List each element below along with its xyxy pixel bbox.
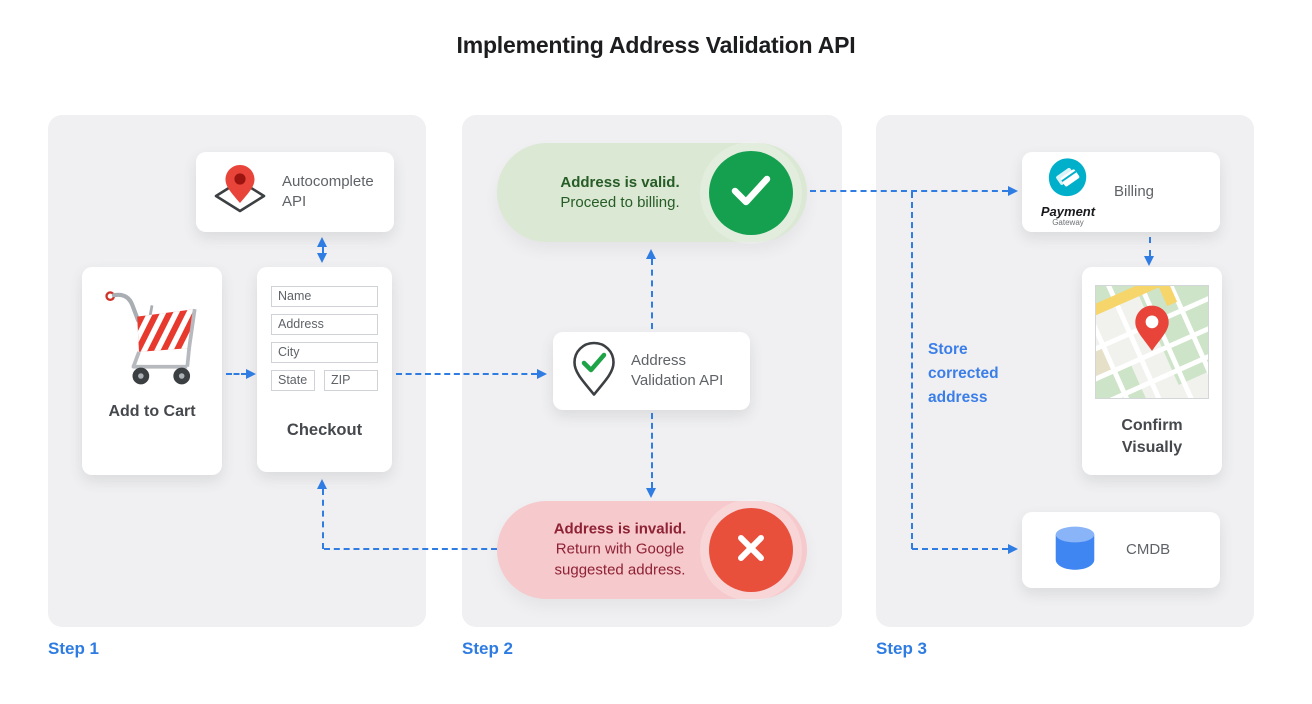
address-invalid-text: Address is invalid. Return with Google s…: [529, 520, 711, 581]
billing-card: Payment Gateway Billing: [1022, 152, 1220, 232]
add-to-cart-label: Add to Cart: [108, 403, 196, 420]
arrow-store-address-to-cmdb-head: [1008, 543, 1018, 554]
arrow-validation-to-valid-head: [646, 249, 656, 259]
arrow-validation-to-invalid-head: [646, 488, 656, 498]
arrow-cart-to-checkout-head: [246, 368, 256, 379]
billing-label: Billing: [1114, 182, 1155, 200]
arrow-invalid-to-checkout-head: [317, 479, 327, 489]
address-field: Address: [271, 314, 378, 335]
arrow-valid-to-billing-line: [810, 190, 1008, 192]
autocomplete-label: Autocomplete API: [282, 172, 374, 210]
city-field: City: [271, 342, 378, 363]
arrow-validation-to-valid-line: [650, 259, 653, 329]
page-title: Implementing Address Validation API: [456, 32, 856, 58]
name-field: Name: [271, 286, 378, 307]
zip-field: ZIP: [324, 370, 378, 391]
cmdb-card: CMDB: [1022, 512, 1220, 588]
address-valid-banner: Address is valid. Proceed to billing.: [497, 143, 807, 242]
step2-label: Step 2: [462, 639, 514, 658]
state-field: State: [271, 370, 315, 391]
address-valid-text: Address is valid. Proceed to billing.: [529, 172, 711, 213]
payment-logo-subtitle: Gateway: [1052, 217, 1084, 227]
step1-label: Step 1: [48, 639, 100, 658]
confirm-visually-label: Confirm Visually: [1121, 417, 1183, 457]
database-icon: [1048, 522, 1102, 579]
autocomplete-pin-icon: [212, 162, 268, 223]
arrow-invalid-to-checkout-vline: [322, 489, 324, 549]
address-valid-title: Address is valid.: [560, 173, 680, 191]
step3-label: Step 3: [876, 639, 928, 658]
address-invalid-banner: Address is invalid. Return with Google s…: [497, 501, 807, 599]
valid-check-circle: [709, 148, 793, 237]
confirm-visually-card: Confirm Visually: [1082, 267, 1222, 475]
store-corrected-address-note: Store corrected address: [928, 341, 999, 407]
arrow-autocomplete-checkout-line: [321, 246, 324, 254]
cmdb-label: CMDB: [1126, 540, 1171, 558]
arrow-store-address-vline: [911, 192, 913, 549]
arrow-validation-to-invalid-line: [650, 413, 653, 488]
validation-api-label: Address Validation API: [631, 351, 724, 389]
validation-pin-check-icon: [571, 340, 617, 403]
invalid-x-circle: [709, 508, 793, 592]
autocomplete-api-card: Autocomplete API: [196, 152, 394, 232]
arrow-valid-to-billing-head: [1008, 185, 1018, 196]
map-preview-image: [1095, 285, 1209, 399]
checkout-label: Checkout: [286, 421, 363, 439]
check-icon: [709, 148, 793, 237]
arrow-checkout-to-validation-line: [396, 373, 537, 375]
x-icon: [709, 506, 793, 595]
address-invalid-subtitle: Return with Google suggested address.: [554, 540, 686, 579]
arrow-cart-to-checkout-line: [226, 373, 247, 375]
address-invalid-title: Address is invalid.: [553, 520, 687, 538]
arrow-checkout-to-autocomplete-head: [317, 237, 327, 247]
payment-logo-title: Payment: [1040, 203, 1096, 219]
arrow-autocomplete-to-checkout-head: [317, 253, 327, 263]
address-valid-subtitle: Proceed to billing.: [560, 193, 680, 211]
arrow-store-address-hline: [912, 548, 1008, 550]
shopping-cart-icon: [96, 285, 208, 389]
address-validation-api-card: Address Validation API: [553, 332, 750, 410]
payment-gateway-logo: Payment Gateway: [1036, 157, 1100, 228]
payment-gateway-icon: [1048, 158, 1087, 196]
arrow-billing-to-confirm-line: [1148, 237, 1151, 256]
arrow-billing-to-confirm-head: [1144, 256, 1154, 266]
checkout-card: Name Address City State ZIP Checkout: [257, 267, 392, 472]
arrow-checkout-to-validation-head: [537, 368, 547, 379]
add-to-cart-card: Add to Cart: [82, 267, 222, 475]
arrow-invalid-to-checkout-hline: [324, 548, 497, 550]
